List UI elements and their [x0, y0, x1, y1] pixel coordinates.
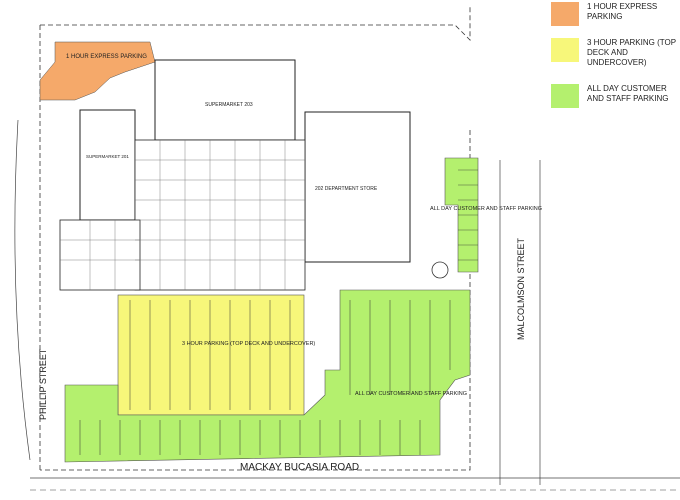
allday-east-parking-bays: [458, 169, 478, 261]
legend-item-all-day: ALL DAY CUSTOMER AND STAFF PARKING: [545, 84, 680, 114]
road-edge-west: [14, 119, 31, 461]
three-hour-parking-label: 3 HOUR PARKING (TOP DECK AND UNDERCOVER): [182, 341, 315, 347]
three-hour-parking-area: [117, 294, 305, 416]
supermarket-201-building: [79, 109, 136, 221]
legend-item-express: 1 HOUR EXPRESS PARKING: [545, 2, 680, 32]
supermarket-203-building: [154, 59, 296, 141]
mall-tenancies: [134, 139, 306, 291]
three-hour-parking-bays: [129, 300, 291, 410]
supermarket-201-label: SUPERMARKET 201: [86, 154, 129, 159]
allday-south-parking-label: ALL DAY CUSTOMER AND STAFF PARKING: [355, 391, 467, 397]
allday-east-parking-label: ALL DAY CUSTOMER AND STAFF PARKING: [430, 206, 542, 212]
legend-item-three-hour: 3 HOUR PARKING (TOP DECK AND UNDERCOVER): [545, 38, 680, 78]
legend-swatch-three-hour: [551, 38, 579, 62]
western-tenancies: [59, 219, 141, 291]
phillip-street-label: PHILLIP STREET: [38, 348, 48, 420]
allday-south-parking-area: [64, 289, 471, 463]
express-parking-label: 1 HOUR EXPRESS PARKING: [66, 54, 147, 60]
malcolmson-street-label: MALCOLMSON STREET: [516, 237, 526, 340]
allday-south-parking-bays: [79, 300, 451, 455]
legend-text-express: 1 HOUR EXPRESS PARKING: [587, 2, 658, 21]
roundabout: [431, 261, 449, 279]
mackay-bucasia-road-label: MACKAY BUCASIA ROAD: [240, 462, 359, 473]
supermarket-203-label: SUPERMARKET 203: [205, 102, 253, 108]
legend-text-all-day: ALL DAY CUSTOMER AND STAFF PARKING: [587, 84, 669, 103]
express-parking-area: [39, 41, 156, 101]
legend-text-three-hour: 3 HOUR PARKING (TOP DECK AND UNDERCOVER): [587, 38, 676, 67]
department-store-label: 202 DEPARTMENT STORE: [315, 186, 378, 192]
legend-swatch-express: [551, 2, 579, 26]
department-store-building: [304, 111, 411, 263]
legend-swatch-all-day: [551, 84, 579, 108]
shop-grid: [60, 140, 305, 290]
